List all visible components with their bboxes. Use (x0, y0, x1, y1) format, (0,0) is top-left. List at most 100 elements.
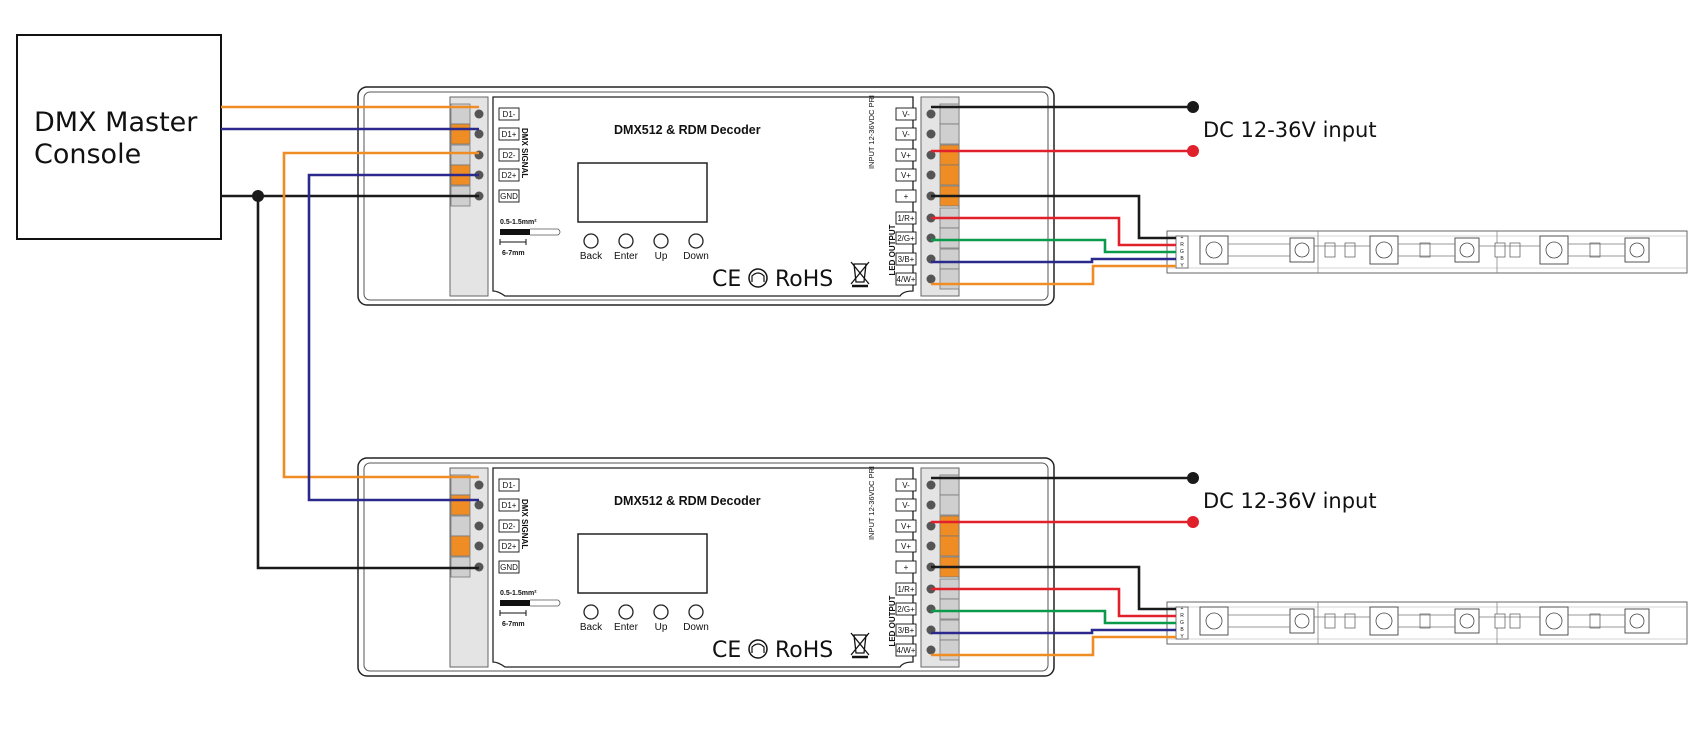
terminal-label: V+ (901, 542, 911, 551)
decoder-1-texts: DMX512 & RDM Decoder 0.5-1.5mm² 6-7mm Ba… (500, 95, 897, 292)
terminal-tag (895, 168, 917, 182)
led-strip-2 (1166, 601, 1688, 645)
strip-pin-label: B (1180, 256, 1184, 262)
terminal-screw (926, 521, 936, 531)
terminal-label: D1+ (502, 130, 517, 139)
dmx-chain-gnd (256, 196, 479, 570)
terminal-label: 4/W+ (897, 646, 916, 655)
terminal-label: GND (500, 563, 518, 572)
terminal-block (939, 123, 960, 145)
terminal-tag (498, 148, 520, 162)
terminal-tag (895, 252, 917, 266)
power-positive-terminal (1187, 145, 1199, 157)
power-input-2: DC 12-36V input (1187, 472, 1377, 528)
strip-pin-label: G (1180, 620, 1184, 626)
decoder-title: DMX512 & RDM Decoder (614, 494, 761, 508)
terminal-block (450, 535, 471, 557)
terminal-tag (498, 127, 520, 141)
led-wire-green (931, 238, 1176, 254)
terminal-block (939, 164, 960, 186)
led-wire-blue (931, 257, 1176, 264)
terminal-screw (926, 645, 936, 655)
terminal-tag (895, 623, 917, 637)
terminal-screw (474, 521, 484, 531)
terminal-label: D2- (503, 151, 516, 160)
terminal-screw (926, 500, 936, 510)
dmx-master-console: DMX Master Console (16, 34, 222, 240)
enter-button-label: Enter (614, 251, 639, 262)
strip-length-label: 6-7mm (502, 250, 525, 257)
terminal-screw (926, 109, 936, 119)
strip-length-label: 6-7mm (502, 621, 525, 628)
terminal-label: 4/W+ (897, 275, 916, 284)
strip-pin-label: + (1181, 235, 1184, 241)
strip-pin-label: Y (1180, 634, 1184, 640)
terminal-label: V- (902, 501, 910, 510)
led-wire-common (931, 565, 1176, 611)
terminal-label: 2/G+ (897, 605, 915, 614)
led-wire-red (931, 587, 1176, 618)
terminal-label: V- (902, 110, 910, 119)
dmx-chain-d2-plus (307, 173, 479, 502)
console-label-line1: DMX Master (34, 107, 198, 138)
terminal-tag (895, 272, 917, 286)
terminal-screw (926, 170, 936, 180)
up-button-label: Up (655, 251, 668, 262)
rohs-mark: RoHS (775, 638, 833, 663)
terminal-block (450, 144, 471, 166)
terminal-block (939, 619, 960, 641)
led-strip-1 (1166, 230, 1688, 274)
ce-mark: CE (712, 638, 741, 663)
terminal-tag (895, 107, 917, 121)
wire-spec-label: 0.5-1.5mm² (500, 590, 537, 597)
terminal-tag (498, 560, 520, 574)
back-button-label: Back (580, 251, 603, 262)
up-button-label: Up (655, 622, 668, 633)
strip-pin-label: B (1180, 627, 1184, 633)
led-wire-red (931, 216, 1176, 247)
down-button-label: Down (683, 622, 709, 633)
terminal-block (939, 598, 960, 620)
terminal-block (939, 515, 960, 537)
ce-mark: CE (712, 267, 741, 292)
terminal-tag (895, 148, 917, 162)
power-positive-terminal (1187, 516, 1199, 528)
terminal-tag (895, 231, 917, 245)
dmx-chain-d2-minus (282, 151, 479, 479)
terminal-label: 1/R+ (897, 214, 914, 223)
strip-pin-label: Y (1180, 263, 1184, 269)
terminal-label: V+ (901, 171, 911, 180)
terminal-tag (895, 602, 917, 616)
terminal-label: V+ (901, 151, 911, 160)
led-wire-green (931, 609, 1176, 625)
power-label: DC 12-36V input (1203, 118, 1377, 142)
rohs-mark: RoHS (775, 267, 833, 292)
terminal-block (939, 248, 960, 270)
terminal-tag (498, 519, 520, 533)
terminal-tag (895, 560, 917, 574)
terminal-block (939, 494, 960, 516)
terminal-label: V- (902, 130, 910, 139)
terminal-label: V- (902, 481, 910, 490)
terminal-block (939, 227, 960, 249)
terminal-label: 3/B+ (898, 626, 915, 635)
power-input-1: DC 12-36V input (1187, 101, 1377, 157)
terminal-screw (474, 541, 484, 551)
terminal-label: D1- (503, 481, 516, 490)
strip-pin-label: G (1180, 249, 1184, 255)
terminal-tag (895, 498, 917, 512)
led-wire-white (931, 264, 1176, 286)
terminal-tag (498, 478, 520, 492)
terminal-tag (895, 211, 917, 225)
strip-pin-label: R (1180, 242, 1184, 248)
input-label: INPUT 12-36VDC PRI (867, 466, 876, 540)
led-wire-common (931, 194, 1176, 240)
console-label-line2: Console (34, 139, 141, 170)
terminal-block (939, 144, 960, 166)
power-label: DC 12-36V input (1203, 489, 1377, 513)
terminal-screw (926, 480, 936, 490)
terminal-tag (895, 127, 917, 141)
terminal-block (450, 123, 471, 145)
terminal-screw (926, 129, 936, 139)
terminal-tag (895, 519, 917, 533)
